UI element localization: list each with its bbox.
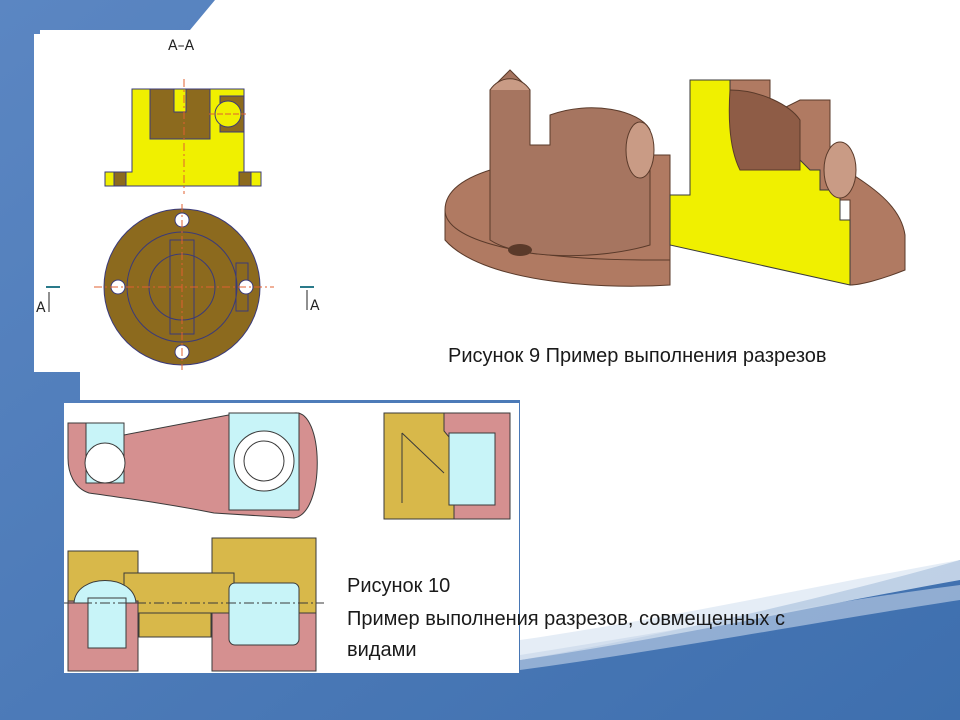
lever-top-view <box>67 412 318 519</box>
figure10-caption-line3: видами <box>347 639 417 661</box>
top-plan-view <box>94 204 274 370</box>
section-title: А–А <box>168 38 195 54</box>
figure9-caption: Рисунок 9 Пример выполнения разрезов <box>448 345 827 367</box>
front-section-view <box>104 79 262 194</box>
figure10-drawing-panel <box>64 403 519 673</box>
section-drawing: А–А А <box>36 38 310 370</box>
sectioned-part <box>669 79 906 286</box>
lever-front-view <box>64 537 324 672</box>
figure10-caption-line2: Пример выполнения разрезов, совмещенных … <box>347 608 785 630</box>
figure9-3d-model <box>440 60 910 300</box>
copper-part <box>444 69 671 287</box>
right-marker-wrap: А <box>300 286 330 331</box>
figure9-drawing-panel: А–А А <box>34 34 310 372</box>
section-marker-left: А <box>36 300 46 316</box>
section-marker-right: А <box>310 298 320 314</box>
figure10-caption-line1: Рисунок 10 <box>347 575 451 597</box>
lever-side-view <box>383 412 511 520</box>
right-marker-glyph: А <box>300 286 320 314</box>
